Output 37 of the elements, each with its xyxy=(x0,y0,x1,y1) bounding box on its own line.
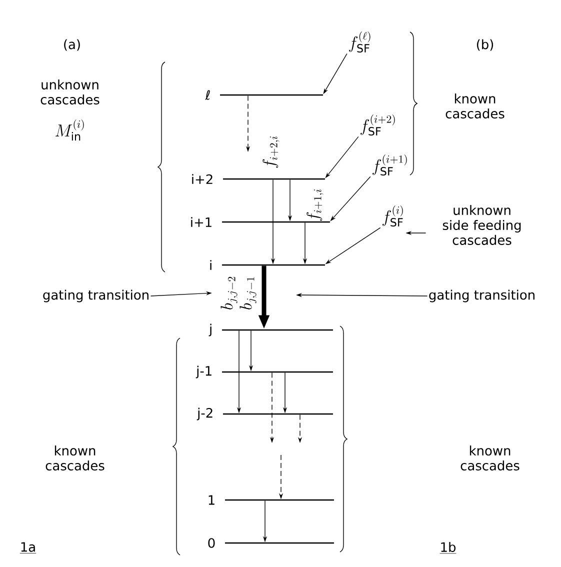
node-label: i+1 xyxy=(191,217,212,227)
text-label: known cascades xyxy=(460,446,520,470)
text-label: known cascades xyxy=(446,94,504,118)
formula-label: $f_{i+1,i}$ xyxy=(306,189,324,221)
text-label: gating transition xyxy=(429,290,534,302)
energy-level: 0 xyxy=(208,538,334,548)
node-label: i xyxy=(210,260,212,270)
node-label: 0 xyxy=(208,538,215,548)
text-label: (b) xyxy=(476,39,494,51)
text-label: (a) xyxy=(64,39,80,51)
formula-label: $f_{\mathrm{SF}}^{(i+1)}$ xyxy=(372,154,407,176)
energy-level: j-2 xyxy=(196,408,333,420)
text-label: unknown side feeding cascades xyxy=(442,205,521,245)
text-label: unknown cascades xyxy=(40,80,100,104)
energy-level: j-1 xyxy=(196,366,333,378)
energy-level: ℓ xyxy=(205,90,323,100)
energy-level: j xyxy=(208,324,333,336)
node-label: j-1 xyxy=(196,366,212,378)
formula-label: $f_{\mathrm{SF}}^{(\ell)}$ xyxy=(349,32,370,52)
node-label: j-2 xyxy=(196,408,212,420)
text-label: gating transition xyxy=(43,290,148,302)
formula-label: $b_{j,j-1}$ xyxy=(240,277,256,310)
text-label: known cascades xyxy=(46,446,104,470)
node-label: ℓ xyxy=(205,90,210,100)
figure-label: 1a xyxy=(20,542,36,554)
node-label: i+2 xyxy=(192,174,212,184)
node-label: j xyxy=(208,324,212,336)
formula-label: $b_{j,j-2}$ xyxy=(220,276,238,310)
node-label: 1 xyxy=(208,495,214,505)
figure-label: 1b xyxy=(440,542,456,554)
formula-label: $f_{i+2,i}$ xyxy=(262,136,280,168)
formula-label: $M_{\mathrm{in}}^{(i)}$ xyxy=(55,120,84,140)
energy-level: 1 xyxy=(208,495,334,505)
formula-label: $f_{\mathrm{SF}}^{(i)}$ xyxy=(382,206,403,226)
energy-level: i+2 xyxy=(192,174,325,184)
formula-label: $f_{\mathrm{SF}}^{(i+2)}$ xyxy=(360,114,395,136)
energy-level: i xyxy=(210,260,325,270)
